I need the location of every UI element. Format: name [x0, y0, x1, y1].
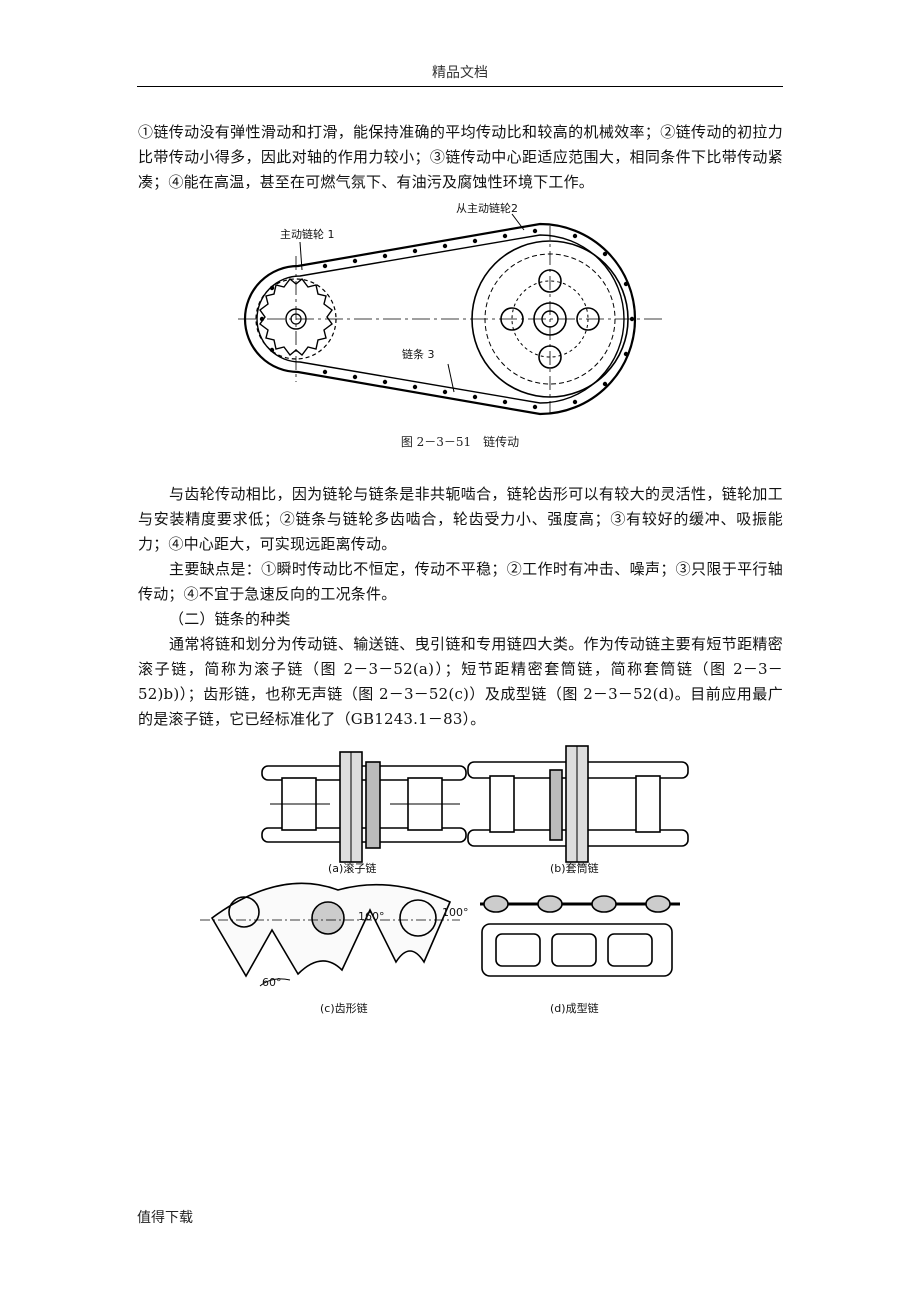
label-bushing-chain: (b)套筒链 — [550, 861, 599, 875]
toothed-chain-drawing — [200, 882, 460, 987]
label-angle-160: 160° — [358, 910, 385, 923]
label-driven-sprocket: 从主动链轮2 — [456, 201, 518, 215]
bushing-chain-drawing — [467, 745, 689, 863]
paragraph-chain-advantages: ①链传动没有弹性滑动和打滑，能保持准确的平均传动比和较高的机械效率；②链传动的初… — [138, 123, 783, 191]
label-angle-60: 60° — [262, 976, 282, 989]
label-chain: 链条 3 — [402, 347, 435, 361]
chain-pins — [259, 228, 635, 410]
label-angle-100: 100° — [442, 906, 469, 919]
chain-drive-figure: 主动链轮 1 从主动链轮2 链条 3 — [238, 201, 662, 416]
roller-chain-drawing — [261, 751, 467, 863]
chain-band — [243, 222, 637, 416]
paragraph-disadvantages: 主要缺点是：①瞬时传动比不恒定，传动不平稳；②工作时有冲击、噪声；③只限于平行轴… — [138, 560, 783, 603]
header-rule — [137, 86, 783, 87]
page-header-title: 精品文档 — [432, 65, 488, 81]
section-heading-chain-types: （二）链条的种类 — [169, 610, 291, 628]
paragraph-chain-types: 通常将链和划分为传动链、输送链、曳引链和专用链四大类。作为传动链主要有短节距精密… — [138, 635, 783, 728]
figure-caption-2-3-51: 图 2－3－51 链传动 — [400, 435, 520, 449]
label-roller-chain: (a)滚子链 — [328, 861, 376, 875]
label-formed-chain: (d)成型链 — [550, 1001, 599, 1015]
label-driving-sprocket: 主动链轮 1 — [280, 227, 335, 241]
page-footer-text: 值得下载 — [137, 1210, 193, 1226]
chain-types-figure: (a)滚子链 (b)套筒链 60° 160° 100° (c)齿形链 (d)成型… — [200, 745, 689, 1015]
formed-chain-drawing — [480, 895, 680, 977]
label-toothed-chain: (c)齿形链 — [320, 1001, 368, 1015]
paragraph-compare-gear: 与齿轮传动相比，因为链轮与链条是非共轭啮合，链轮齿形可以有较大的灵活性，链轮加工… — [138, 485, 783, 553]
